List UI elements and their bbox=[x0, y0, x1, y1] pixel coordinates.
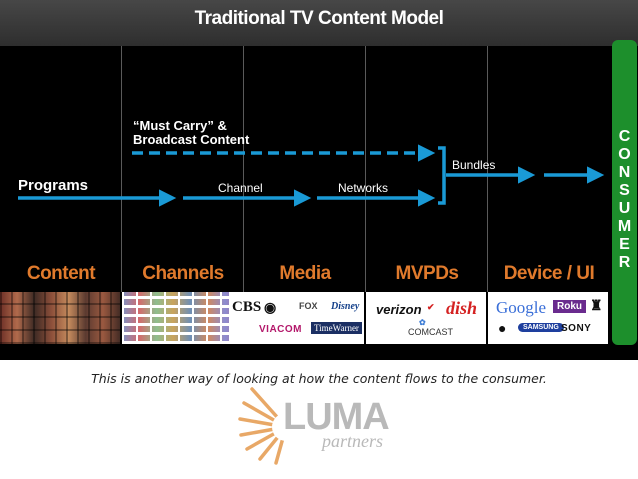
luma-logo-text: LUMA bbox=[283, 396, 390, 438]
must-carry-line1: “Must Carry” & bbox=[133, 118, 227, 133]
networks-label: Networks bbox=[338, 181, 389, 195]
media-logos-panel: CBS ◉ FOX Disney VIACOM TimeWarner bbox=[229, 292, 364, 344]
column-divider bbox=[243, 46, 244, 292]
consumer-letter: R bbox=[618, 254, 631, 271]
column-divider bbox=[487, 46, 488, 292]
bundles-label: Bundles bbox=[452, 158, 496, 172]
must-carry-label: “Must Carry” & Broadcast Content bbox=[133, 119, 249, 147]
cbs-eye-icon: ◉ bbox=[264, 299, 277, 315]
consumer-letter: O bbox=[618, 146, 631, 163]
column-label-media: Media bbox=[279, 263, 331, 284]
comcast-logo: COMCAST bbox=[408, 327, 453, 337]
viacom-logo: VIACOM bbox=[259, 324, 302, 335]
caption-text: This is another way of looking at how th… bbox=[91, 371, 547, 386]
column-divider bbox=[365, 46, 366, 292]
consumer-letter: C bbox=[618, 128, 631, 145]
bundle-bracket bbox=[438, 146, 446, 205]
nbc-peacock-icon: ✿ bbox=[419, 318, 426, 327]
timewarner-logo: TimeWarner bbox=[311, 322, 362, 334]
consumer-letter: U bbox=[618, 200, 631, 217]
slide: Traditional TV Content Model “Must Carry… bbox=[0, 0, 638, 360]
column-label-content: Content bbox=[26, 263, 96, 284]
verizon-check-icon: ✔ bbox=[427, 302, 435, 312]
fox-logo: FOX bbox=[299, 301, 318, 311]
verizon-logo: verizon bbox=[376, 302, 422, 317]
luma-partners-text: partners bbox=[322, 431, 384, 451]
consumer-letter: E bbox=[619, 236, 630, 253]
consumer-letter: N bbox=[618, 164, 631, 181]
channel-label: Channel bbox=[218, 181, 263, 195]
luma-sun-icon bbox=[238, 387, 298, 465]
programs-label: Programs bbox=[18, 177, 89, 194]
samsung-logo: SAMSUNG bbox=[518, 323, 564, 332]
must-carry-line2: Broadcast Content bbox=[133, 132, 250, 147]
roku-logo: Roku bbox=[553, 300, 586, 313]
mvpd-logos-panel: verizon ✔ dish ✿ COMCAST bbox=[366, 292, 486, 344]
device-logos-panel: Google Roku ♜ ● SAMSUNG SONY bbox=[488, 292, 608, 344]
slide-title: Traditional TV Content Model bbox=[194, 8, 444, 29]
column-divider bbox=[121, 46, 122, 292]
disney-logo: Disney bbox=[331, 301, 360, 312]
sony-logo: SONY bbox=[561, 323, 592, 334]
cbs-logo: CBS bbox=[232, 299, 262, 315]
consumer-letter: M bbox=[617, 218, 632, 235]
column-label-device-ui: Device / UI bbox=[503, 263, 595, 284]
column-label-channels: Channels bbox=[142, 263, 224, 284]
consumer-bar: C O N S U M E R bbox=[612, 40, 637, 345]
column-label-mvpds: MVPDs bbox=[395, 263, 459, 284]
google-logo: Google bbox=[496, 298, 547, 317]
title-bar: Traditional TV Content Model bbox=[0, 0, 638, 46]
dish-logo: dish bbox=[446, 298, 478, 318]
apple-icon: ● bbox=[498, 320, 507, 336]
tivo-icon: ♜ bbox=[590, 297, 603, 313]
content-collage-image bbox=[0, 292, 120, 344]
consumer-letter: S bbox=[619, 182, 630, 199]
channel-logos-grid bbox=[122, 292, 242, 344]
flow-arrows bbox=[18, 144, 605, 207]
